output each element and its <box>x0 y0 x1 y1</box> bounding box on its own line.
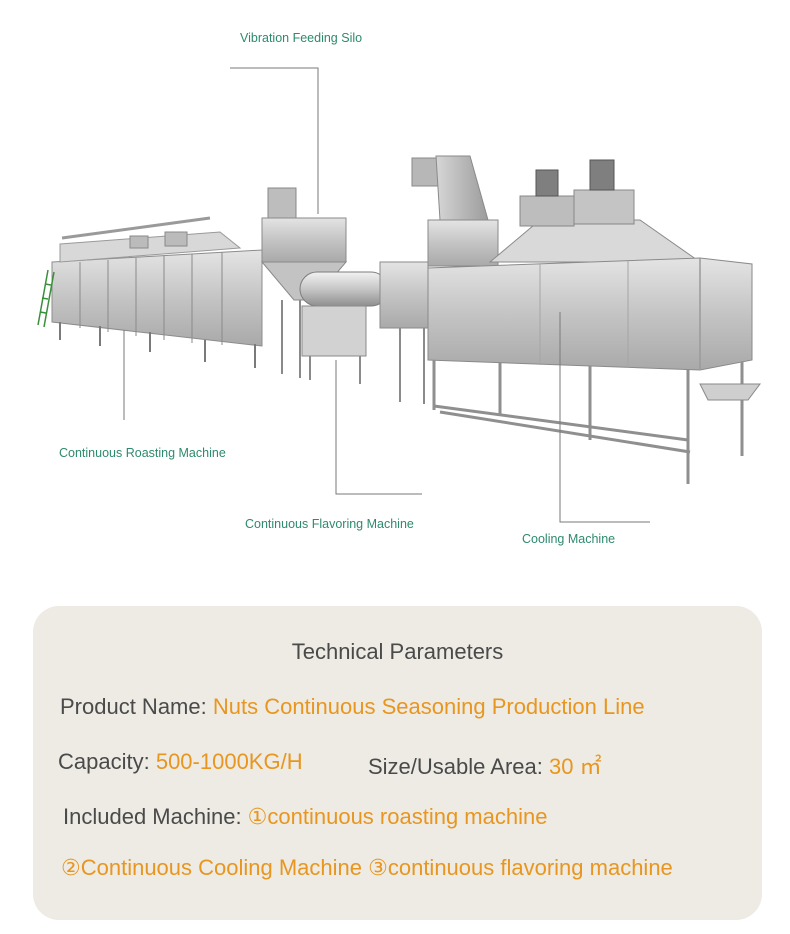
capacity-row: Capacity: 500-1000KG/H <box>58 749 303 775</box>
technical-parameters-card: Technical Parameters Product Name: Nuts … <box>33 606 762 920</box>
callout-cooling-machine: Cooling Machine <box>522 532 616 546</box>
callout-leader-lines <box>123 67 650 523</box>
capacity-label: Capacity: <box>58 749 156 774</box>
included-machine-row: Included Machine: ①continuous roasting m… <box>63 804 547 830</box>
roasting-machine <box>37 216 263 368</box>
included-machine-items-2-3: ②Continuous Cooling Machine ③continuous … <box>61 855 673 880</box>
product-name-row: Product Name: Nuts Continuous Seasoning … <box>60 694 645 720</box>
production-line-illustration <box>37 67 761 523</box>
capacity-value: 500-1000KG/H <box>155 749 303 774</box>
included-machine-label: Included Machine: <box>63 804 248 829</box>
callout-vibration-feeding-silo: Vibration Feeding Silo <box>240 31 363 45</box>
flavoring-machine <box>299 261 429 404</box>
size-row: Size/Usable Area: 30 ㎡ <box>368 749 602 781</box>
callout-continuous-roasting-machine: Continuous Roasting Machine <box>59 446 226 460</box>
callout-continuous-flavoring-machine: Continuous Flavoring Machine <box>245 517 414 531</box>
product-name-value: Nuts Continuous Seasoning Production Lin… <box>212 694 645 719</box>
bucket-elevator <box>411 155 499 267</box>
size-label: Size/Usable Area: <box>368 754 549 779</box>
included-machine-item-1: ①continuous roasting machine <box>247 804 548 829</box>
cooling-machine <box>427 159 761 484</box>
product-name-label: Product Name: <box>60 694 213 719</box>
size-value: 30 ㎡ <box>548 754 602 779</box>
params-title: Technical Parameters <box>291 639 504 664</box>
